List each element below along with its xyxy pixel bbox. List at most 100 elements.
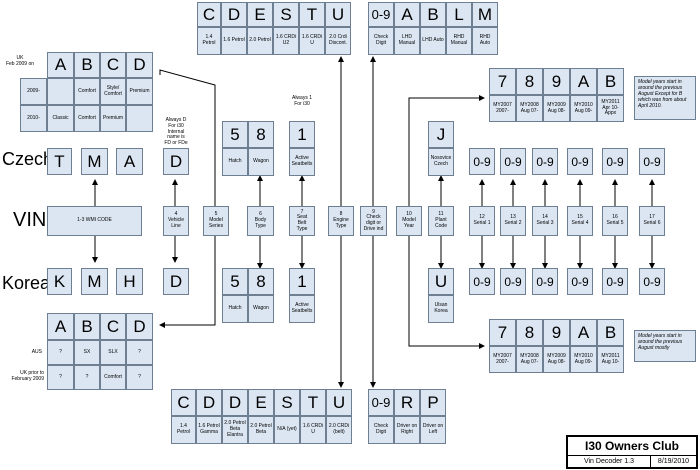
korea-vehicle-line-d: D: [163, 268, 189, 295]
check-label: Check Digit: [368, 27, 394, 55]
korea-serial-3: 0-9: [532, 268, 558, 295]
engine-label: 1.4 Petrol: [197, 27, 221, 55]
trim-cell: ?: [47, 340, 74, 365]
engine-code-u: U: [325, 2, 351, 27]
vin-position-5: 5 Model Series: [203, 206, 229, 236]
czech-serial-2: 0-9: [500, 148, 526, 175]
korea-serial-1: 0-9: [469, 268, 495, 295]
engine-label: N/A (yet): [274, 416, 300, 444]
korea-seatbelt-1: 1: [289, 268, 315, 295]
vin-position-10: 10 Model Year: [396, 206, 422, 236]
czech-serial-6: 0-9: [639, 148, 665, 175]
body-label: Hatch: [222, 148, 248, 176]
trim-code-c: C: [100, 313, 126, 340]
engine-code-s: S: [273, 2, 299, 27]
trim-cell: Classic: [47, 105, 74, 132]
czech-wmi-m: M: [81, 148, 108, 175]
vin-position-9: 9 Check digit or Drive ind: [360, 206, 387, 236]
year-code-b: B: [597, 319, 624, 346]
check-label: Driver on Left: [420, 416, 446, 444]
plant-label: Ulsan Korea: [428, 295, 454, 323]
korea-serial-6: 0-9: [639, 268, 665, 295]
year-label: MY2007 2007-: [489, 346, 516, 373]
korea-serial-5: 0-9: [602, 268, 628, 295]
trim-cell: [47, 78, 74, 105]
drive-code-r: R: [394, 389, 420, 416]
czech-year-note: Model years start in around the previous…: [634, 76, 696, 120]
vin-position-8: 8 Engine Type: [328, 206, 354, 236]
korea-body-5: 5: [222, 268, 248, 295]
body-label: Wagon: [248, 295, 274, 323]
row-label: 2009-: [20, 78, 47, 105]
check-label: Driver on Right: [394, 416, 420, 444]
year-code-a: A: [570, 68, 597, 95]
czech-serial-1: 0-9: [469, 148, 495, 175]
trim-code-c: C: [100, 52, 126, 78]
czech-body-5: 5: [222, 121, 248, 148]
trim-cell: ?: [47, 365, 74, 390]
korea-wmi-m: M: [81, 268, 108, 295]
engine-code-e: E: [248, 389, 274, 416]
czech-serial-3: 0-9: [532, 148, 558, 175]
korea-serial-4: 0-9: [567, 268, 593, 295]
title-text: I30 Owners Club: [568, 437, 696, 456]
year-label: MY2007 2007-: [489, 95, 516, 122]
drive-code-a: A: [394, 2, 420, 27]
year-code-7: 7: [489, 319, 516, 346]
czech-serial-4: 0-9: [567, 148, 593, 175]
vin-position-16: 16 Serial 5: [602, 206, 628, 236]
year-label: MY2009 Aug 08-: [543, 346, 570, 373]
engine-label: 1.6 CRDi U: [299, 27, 325, 55]
year-label: MY2008 Aug 07-: [516, 346, 543, 373]
year-label: MY2010 Aug 09-: [570, 346, 597, 373]
engine-code-c: C: [171, 389, 196, 416]
korea-serial-2: 0-9: [500, 268, 526, 295]
plant-code-j: J: [428, 121, 454, 148]
year-label: MY2011 Apr 10- Appx: [597, 95, 624, 122]
vin-position-11: 11 Plant Code: [428, 206, 454, 236]
trim-cell: Premium: [126, 78, 153, 105]
korea-year-note: Model years start in around the previous…: [634, 330, 696, 362]
trim-cell: Premium: [100, 105, 126, 132]
engine-label: 1.6 CRDi U2: [273, 27, 299, 55]
czech-wmi-a: A: [116, 148, 143, 175]
vin-position-12: 12 Serial 1: [469, 206, 495, 236]
vin-position-15: 15 Serial 4: [567, 206, 593, 236]
date-text: 8/19/2010: [657, 457, 690, 465]
year-code-7: 7: [489, 68, 516, 95]
engine-code-t: T: [299, 2, 325, 27]
body-label: Hatch: [222, 295, 248, 323]
check-label: LHD Manual: [394, 27, 420, 55]
engine-label: 2.0 CRDi (belt): [326, 416, 352, 444]
row-label: AUS: [31, 349, 42, 355]
engine-code-u: U: [326, 389, 352, 416]
trim-code-b: B: [74, 52, 100, 78]
wmi-code-cell: 1-3 WMI CODE: [47, 206, 142, 236]
check-digit-code: 0-9: [368, 2, 394, 27]
engine-label: 1.4 Petrol: [171, 416, 196, 444]
trim-cell: SX: [74, 340, 100, 365]
plant-label: Nosovice Czech: [428, 148, 454, 176]
uk-table-header: UK Feb 2009 on: [5, 55, 35, 67]
year-code-a: A: [570, 319, 597, 346]
engine-label: 1.6 Petrol: [221, 27, 247, 55]
trim-code-a: A: [47, 52, 74, 78]
body-label: Wagon: [248, 148, 274, 176]
czech-body-8: 8: [248, 121, 274, 148]
title-box: I30 Owners Club Vin Decoder 1.3 8/19/201…: [566, 435, 698, 469]
engine-label: 2.0 Petrol Beta: [248, 416, 274, 444]
row-label: 2010-: [20, 105, 47, 132]
czech-serial-5: 0-9: [602, 148, 628, 175]
trim-cell: Comfort: [74, 105, 100, 132]
engine-label: 1.6 Petrol Gamma: [196, 416, 222, 444]
row-label: UK prior to February 2009: [11, 370, 44, 382]
always-1-note: Always 1 For i30: [291, 95, 312, 107]
always-d-note: Always D For i30 Internal name is FD or …: [164, 117, 188, 146]
trim-cell: Comfort: [74, 78, 100, 105]
korea-row-label: Korea: [2, 273, 51, 293]
year-label: MY2008 Aug 07-: [516, 95, 543, 122]
year-code-8: 8: [516, 68, 543, 95]
engine-label: 2.0 Petrol: [247, 27, 273, 55]
vin-position-13: 13 Serial 2: [500, 206, 526, 236]
check-label: LHD Auto: [420, 27, 446, 55]
